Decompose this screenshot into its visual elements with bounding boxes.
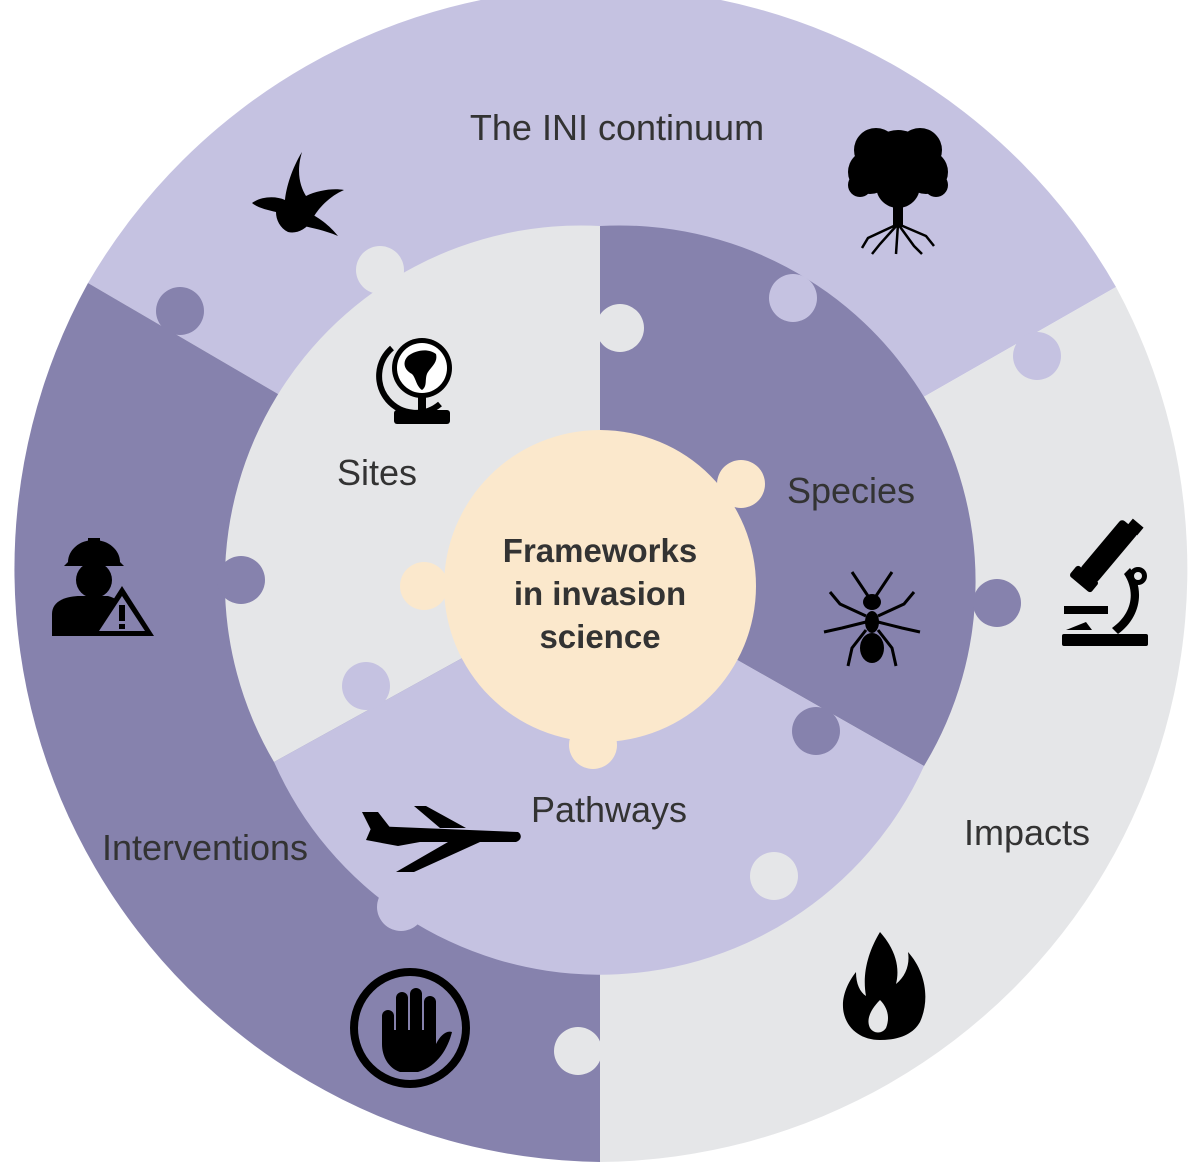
tree-with-roots-icon	[848, 128, 948, 255]
fire-icon	[842, 932, 926, 1040]
impacts-label: Impacts	[964, 812, 1090, 853]
globe-icon	[376, 338, 452, 424]
puzzle-knob	[1013, 332, 1061, 380]
center-title-line2: in invasion	[514, 575, 686, 612]
center-knob	[400, 562, 448, 610]
labels: The INI continuum Impacts Interventions …	[102, 107, 1090, 868]
inner-ring-knobs	[217, 246, 1021, 931]
center-circle[interactable]	[444, 430, 756, 742]
puzzle-knob	[217, 556, 265, 604]
center-knob	[717, 460, 765, 508]
puzzle-knob	[769, 274, 817, 322]
pathways-label: Pathways	[531, 789, 687, 830]
worker-warning-icon	[52, 538, 154, 636]
stop-hand-icon	[350, 968, 470, 1088]
species-label: Species	[787, 470, 915, 511]
puzzle-knob	[792, 707, 840, 755]
puzzle-knob	[554, 1027, 602, 1075]
center-title-line3: science	[539, 618, 660, 655]
outer-ring-knobs	[156, 287, 1061, 1075]
puzzle-knob	[973, 579, 1021, 627]
swallow-icon	[252, 152, 344, 236]
ini-continuum-label: The INI continuum	[470, 107, 764, 148]
puzzle-knob	[356, 246, 404, 294]
puzzle-knob	[156, 287, 204, 335]
puzzle-knob	[377, 883, 425, 931]
inner-ring	[224, 225, 976, 975]
ant-icon	[823, 571, 921, 667]
interventions-label: Interventions	[102, 827, 308, 868]
puzzle-knob	[342, 662, 390, 710]
puzzle-knob	[750, 852, 798, 900]
center-hub: Frameworks in invasion science	[400, 430, 765, 769]
puzzle-knob	[596, 304, 644, 352]
sites-label: Sites	[337, 452, 417, 493]
microscope-icon	[1062, 518, 1148, 646]
airplane-icon	[362, 806, 521, 872]
center-title-line1: Frameworks	[503, 532, 697, 569]
inner-divider-knobs	[342, 304, 840, 755]
